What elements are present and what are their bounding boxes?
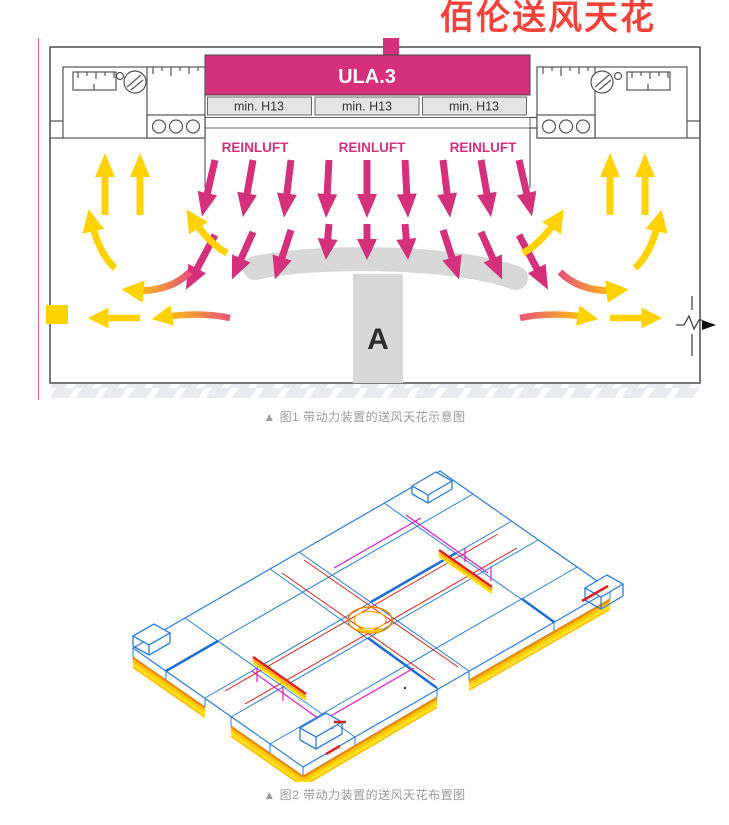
zone-label: A — [367, 323, 389, 356]
figure1-diagram: ULA.3 min. H13 min. H13 min. H13 — [38, 38, 718, 400]
return-arrows-left — [82, 153, 231, 329]
page-title: 佰伦送风天花 — [440, 0, 656, 37]
filter-label-1: min. H13 — [234, 100, 284, 114]
duct-lines-bold — [165, 551, 555, 690]
air-label-3: REINLUFT — [450, 140, 517, 155]
figure2-caption: ▲ 图2 带动力装置的送风天花布置图 — [263, 788, 466, 802]
arrow-right-icon — [702, 320, 716, 330]
air-label-1: REINLUFT — [222, 140, 289, 155]
figure2-svg — [131, 470, 625, 787]
figure1-caption: ▲ 图1 带动力装置的送风天花示意图 — [263, 410, 466, 424]
reference-dot — [403, 686, 407, 690]
center-ring — [347, 606, 393, 634]
right-fan-unit — [530, 66, 700, 139]
supply-duct-tab — [383, 38, 399, 56]
figure2-diagram — [130, 470, 625, 787]
figure1-svg: ULA.3 min. H13 min. H13 min. H13 — [38, 38, 716, 400]
plenum-strip — [204, 117, 531, 129]
ula3-unit: ULA.3 — [204, 54, 531, 96]
filter-row — [207, 96, 527, 116]
section-symbol — [676, 296, 716, 356]
ceiling-outline — [131, 470, 612, 768]
corner-duct-boxes — [131, 471, 625, 750]
light-bands — [132, 598, 611, 787]
floor-hatch — [51, 384, 699, 398]
air-label-2: REINLUFT — [339, 140, 406, 155]
filter-label-3: min. H13 — [449, 100, 499, 114]
fan-icon — [590, 70, 614, 94]
ula3-label: ULA.3 — [338, 66, 396, 88]
filter-label-2: min. H13 — [342, 100, 392, 114]
left-fan-unit — [50, 66, 206, 139]
fan-icon — [123, 70, 147, 94]
wall-register — [46, 305, 68, 324]
step-strips — [252, 548, 493, 701]
red-accents — [325, 584, 609, 756]
